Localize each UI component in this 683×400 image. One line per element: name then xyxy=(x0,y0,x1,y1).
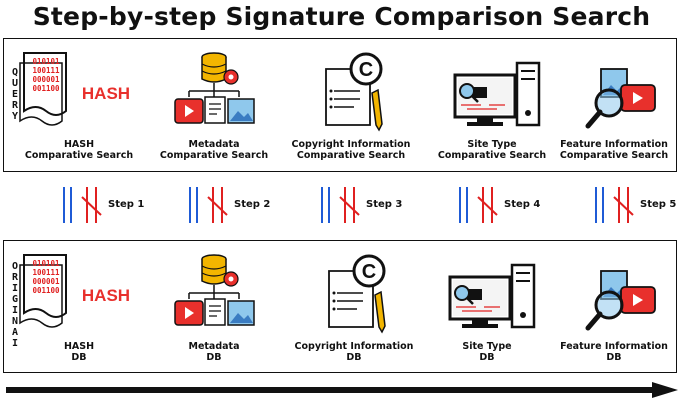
line-comparison-icon xyxy=(189,187,228,223)
original-panel: O R I G I N A I 010101 100111 000001 001… xyxy=(3,240,677,373)
svg-text:HASH: HASH xyxy=(82,286,130,305)
step-2: Step 2 xyxy=(182,185,292,225)
metadata-database-icon xyxy=(174,254,255,326)
step-label: Step 3 xyxy=(366,199,403,210)
site-type-computer-icon xyxy=(448,263,536,329)
step-label: Step 1 xyxy=(108,199,145,210)
progress-arrow xyxy=(6,382,678,398)
page-title: Step-by-step Signature Comparison Search xyxy=(32,2,651,31)
step-label: Step 4 xyxy=(504,199,541,210)
svg-text:100111: 100111 xyxy=(32,268,60,277)
line-comparison-icon xyxy=(459,187,498,223)
svg-text:001100: 001100 xyxy=(32,84,60,93)
svg-text:001100: 001100 xyxy=(32,286,60,295)
step-label: Step 5 xyxy=(640,199,677,210)
site-type-computer-icon xyxy=(453,61,541,127)
hash-document-icon: 010101 100111 000001 001100 HASH xyxy=(19,254,130,328)
query-side-label: Q U E R Y xyxy=(11,67,19,122)
step-3: Step 3 xyxy=(314,185,424,225)
original-side-label: O R I G I N A I xyxy=(11,261,19,349)
svg-text:010101: 010101 xyxy=(32,57,60,66)
svg-text:HASH: HASH xyxy=(82,84,130,103)
hash-document-icon: 010101 100111 000001 001100 HASH xyxy=(19,52,130,126)
step-5: Step 5 xyxy=(588,185,683,225)
feature-magnifier-icon xyxy=(585,68,656,129)
svg-text:100111: 100111 xyxy=(32,66,60,75)
svg-text:010101: 010101 xyxy=(32,259,60,268)
query-panel: Q U E R Y 010101 100111 000001 001100 HA… xyxy=(3,38,677,172)
svg-text:000001: 000001 xyxy=(32,75,60,84)
step-1: Step 1 xyxy=(56,185,166,225)
copyright-document-icon: C xyxy=(328,254,386,334)
step-4: Step 4 xyxy=(452,185,562,225)
line-comparison-icon xyxy=(595,187,634,223)
line-comparison-icon xyxy=(63,187,102,223)
svg-text:C: C xyxy=(362,261,376,283)
svg-text:000001: 000001 xyxy=(32,277,60,286)
feature-magnifier-icon xyxy=(585,270,656,331)
metadata-database-icon xyxy=(174,52,255,124)
line-comparison-icon xyxy=(321,187,360,223)
copyright-document-icon: C xyxy=(325,52,383,132)
svg-text:C: C xyxy=(359,59,373,81)
step-label: Step 2 xyxy=(234,199,271,210)
